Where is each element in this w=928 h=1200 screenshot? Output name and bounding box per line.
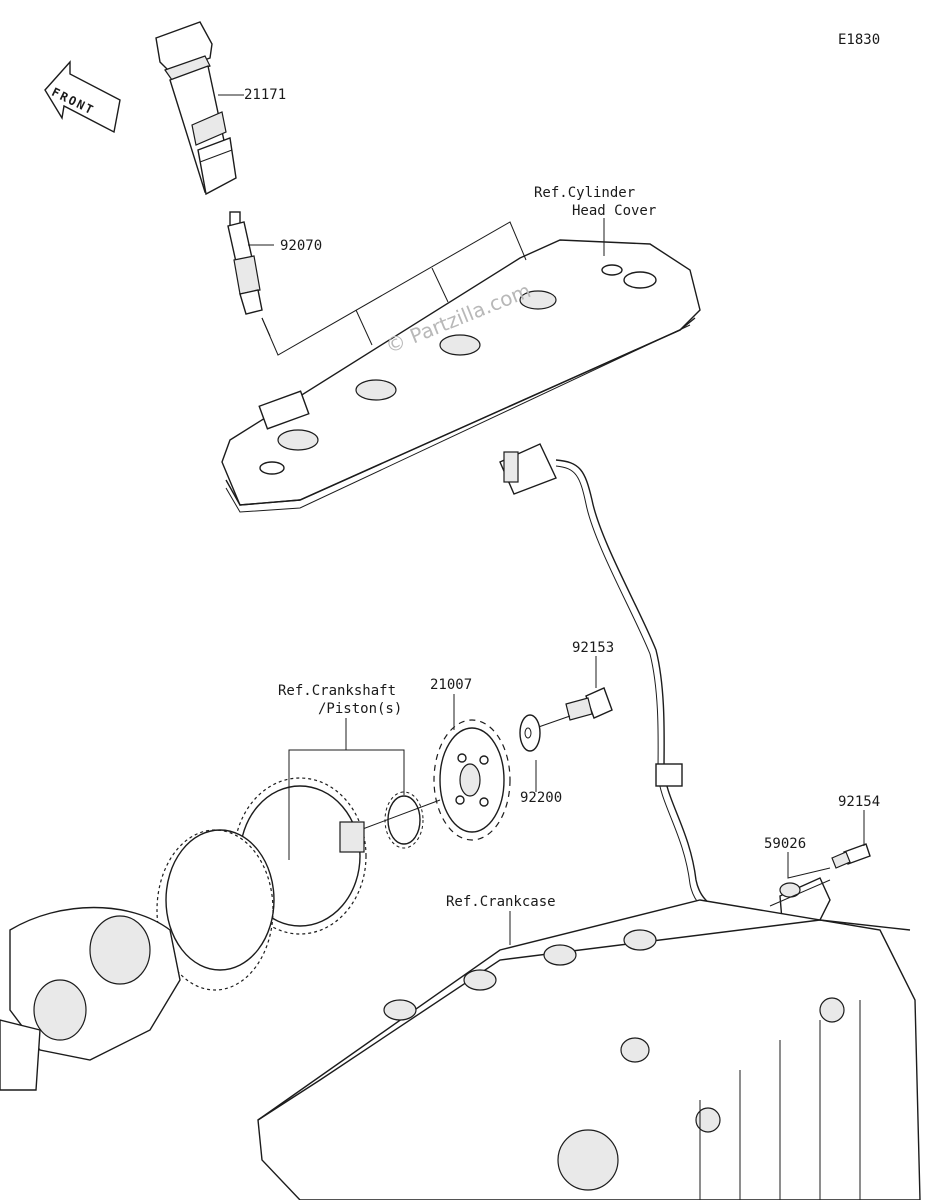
- ref-head-cover-line1: Ref.Cylinder: [534, 185, 636, 201]
- ignition-coil: [155, 21, 237, 196]
- ref-crankshaft-line1: Ref.Crankshaft: [278, 683, 397, 699]
- label-92070: 92070: [280, 238, 323, 254]
- bolt-rotor: [529, 687, 613, 731]
- label-92153: 92153: [572, 640, 615, 656]
- cylinder-head-cover: [221, 239, 701, 513]
- ref-crankshaft-line2: /Piston(s): [318, 701, 403, 717]
- label-92200: 92200: [520, 790, 563, 806]
- spark-plug-ref-box: [261, 221, 527, 356]
- sensor-harness: [499, 443, 773, 921]
- ref-crankcase: Ref.Crankcase: [446, 894, 556, 910]
- diagram-code: E1830: [838, 32, 881, 48]
- spark-plug: [227, 211, 263, 315]
- label-92154: 92154: [838, 794, 881, 810]
- ref-head-cover-line2: Head Cover: [572, 203, 657, 219]
- crank-small-gear: [359, 791, 441, 849]
- leader-lines: [218, 94, 865, 945]
- bolt-sensor: [831, 843, 871, 869]
- crankcase: [257, 899, 921, 1200]
- front-arrow-icon: [44, 60, 121, 134]
- washer: [519, 714, 541, 752]
- crankshaft: [0, 777, 367, 1091]
- label-21171: 21171: [244, 87, 287, 103]
- label-59026: 59026: [764, 836, 807, 852]
- label-21007: 21007: [430, 677, 473, 693]
- sensor-rotor-gear: [433, 719, 511, 841]
